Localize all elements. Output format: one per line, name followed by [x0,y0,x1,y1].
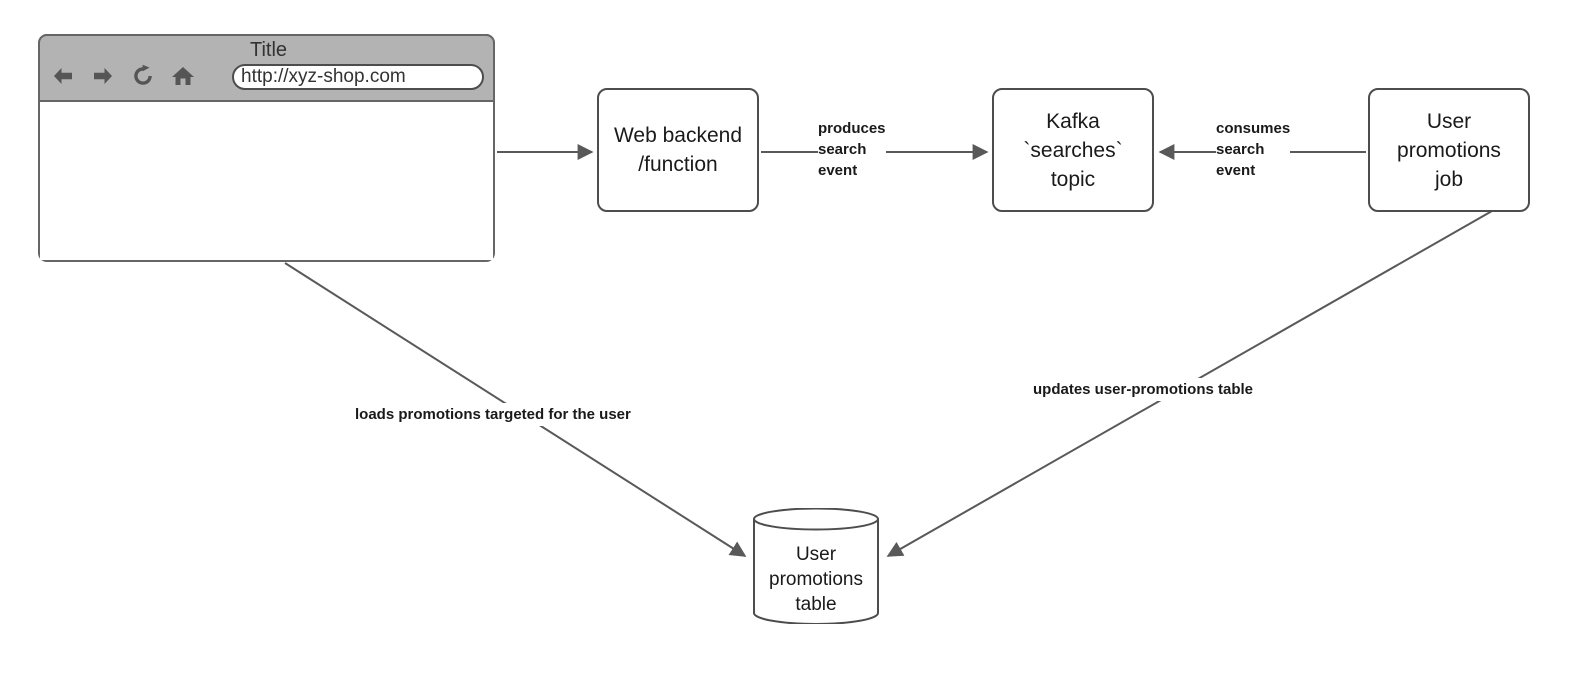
browser-toolbar [50,63,196,89]
node-user-promotions-table-label: User promotions table [769,544,863,615]
forward-icon[interactable] [90,63,116,89]
browser-chrome: Title [38,34,495,102]
node-user-promotions-table[interactable]: User promotions table [752,508,880,624]
node-kafka-searches-topic[interactable]: Kafka `searches` topic [992,88,1154,212]
reload-icon[interactable] [130,63,156,89]
edge-label-loads-promotions: loads promotions targeted for the user [353,403,633,426]
edge-label-produces-search-event: produces search event [818,118,886,181]
edge-label-consumes-search-event: consumes search event [1216,118,1291,181]
browser-title: Title [249,39,288,61]
address-bar-value[interactable]: http://xyz-shop.com [241,66,406,87]
address-bar[interactable]: http://xyz-shop.com [232,64,484,90]
node-user-promotions-job[interactable]: User promotions job [1368,88,1530,212]
edge-label-updates-user-promotions-table: updates user-promotions table [1031,378,1256,401]
home-icon[interactable] [170,63,196,89]
browser-window: Title [38,34,495,262]
back-icon[interactable] [50,63,76,89]
node-web-backend[interactable]: Web backend /function [597,88,759,212]
browser-viewport[interactable] [40,100,493,260]
cylinder-shape [753,508,879,624]
